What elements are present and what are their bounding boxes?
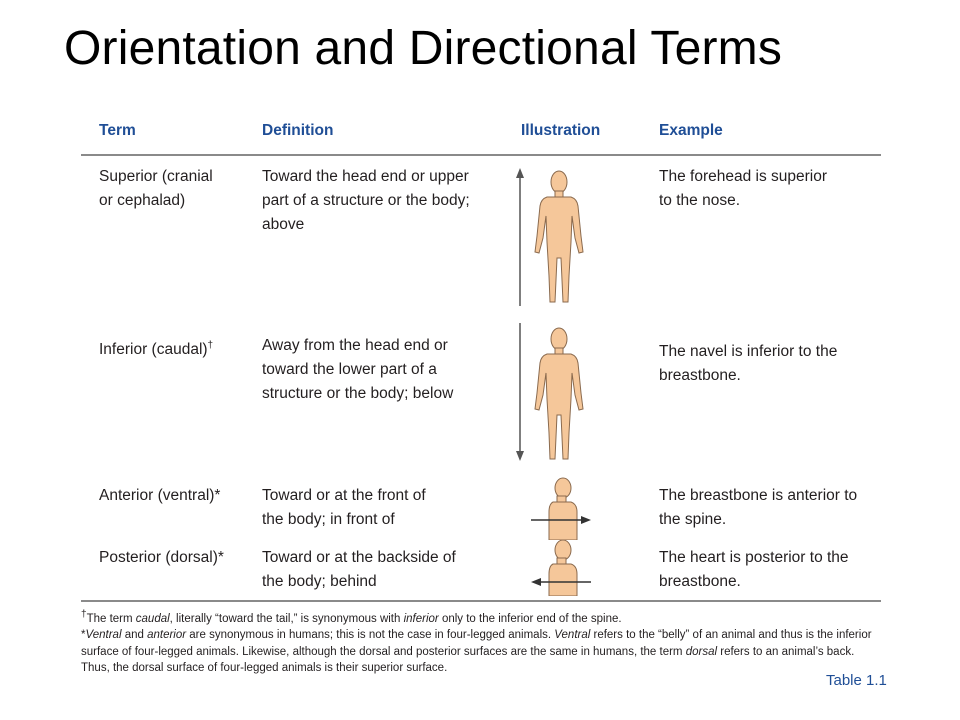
full-body-figure-arrow-up-icon	[511, 166, 661, 312]
definition-text: structure or the body; below	[262, 385, 454, 402]
table-footnotes: †The term caudal, literally “toward the …	[81, 607, 881, 677]
term-cell: Posterior (dorsal)*	[99, 546, 259, 570]
example-cell: The breastbone is anterior to the spine.	[659, 484, 879, 532]
definition-cell: Away from the head end or toward the low…	[262, 334, 502, 406]
footnote-star: *Ventral and anterior are synonymous in …	[81, 627, 881, 677]
footnote-italic: inferior	[403, 612, 439, 625]
definition-text: toward the lower part of a	[262, 361, 437, 378]
example-text: The navel is inferior to the	[659, 343, 838, 360]
table-row-inferior: Inferior (caudal)† Away from the head en…	[81, 314, 881, 480]
table-row-superior: Superior (cranial or cephalad) Toward th…	[81, 156, 881, 314]
full-body-figure-arrow-down-icon	[511, 319, 661, 469]
directional-terms-table: Term Definition Illustration Example Sup…	[81, 112, 881, 608]
example-text: The breastbone is anterior to	[659, 487, 858, 504]
definition-text: Toward the head end or upper	[262, 168, 469, 185]
slide-title: Orientation and Directional Terms	[64, 22, 783, 75]
table-header-row: Term Definition Illustration Example	[81, 112, 881, 156]
definition-cell: Toward or at the front of the body; in f…	[262, 484, 502, 532]
header-definition: Definition	[262, 122, 334, 139]
torso-side-arrow-right-icon	[511, 476, 661, 540]
footnote-text: and	[121, 629, 148, 642]
example-cell: The forehead is superior to the nose.	[659, 165, 879, 213]
torso-side-arrow-left-icon	[511, 540, 661, 596]
header-term: Term	[99, 122, 136, 139]
term-text: Anterior (ventral)*	[99, 487, 221, 504]
example-text: to the nose.	[659, 192, 741, 209]
example-cell: The heart is posterior to the breastbone…	[659, 546, 879, 594]
footnote-text: refers to an animal’s back. Thus, the do…	[81, 645, 855, 675]
star-mark: *	[81, 629, 86, 642]
footnote-italic: anterior	[147, 629, 187, 642]
example-text: The forehead is superior	[659, 168, 828, 185]
definition-text: above	[262, 216, 305, 233]
footnote-text: only to the inferior end of the spine.	[438, 612, 622, 625]
example-text: breastbone.	[659, 573, 741, 590]
term-text: Superior (cranial	[99, 168, 213, 185]
example-text: The heart is posterior to the	[659, 549, 849, 566]
footnote-text: The term	[86, 612, 136, 625]
example-text: the spine.	[659, 511, 727, 528]
definition-text: the body; behind	[262, 573, 377, 590]
footnote-italic: Ventral	[554, 629, 591, 642]
table-bottom-rule	[81, 600, 881, 602]
header-illustration: Illustration	[521, 122, 601, 139]
footnote-italic: dorsal	[685, 645, 718, 658]
definition-text: Away from the head end or	[262, 337, 448, 354]
example-text: breastbone.	[659, 367, 741, 384]
definition-text: Toward or at the front of	[262, 487, 426, 504]
footnote-text: refers to the “belly” of an animal and t…	[81, 629, 872, 658]
footnote-text: , literally “toward the tail,” is synony…	[169, 612, 404, 625]
definition-text: part of a structure or the body;	[262, 192, 470, 209]
header-example: Example	[659, 122, 723, 139]
definition-text: Toward or at the backside of	[262, 549, 456, 566]
footnote-italic: caudal	[135, 612, 170, 625]
footnote-italic: Ventral	[85, 629, 122, 642]
definition-text: the body; in front of	[262, 511, 395, 528]
footnote-text: are synonymous in humans; this is not th…	[186, 629, 555, 642]
definition-cell: Toward or at the backside of the body; b…	[262, 546, 502, 594]
term-text: Inferior (caudal)	[99, 341, 208, 359]
term-cell: Anterior (ventral)*	[99, 484, 259, 508]
term-cell: Superior (cranial or cephalad)	[99, 165, 259, 213]
dagger-mark: †	[207, 340, 214, 351]
example-cell: The navel is inferior to the breastbone.	[659, 340, 879, 388]
definition-cell: Toward the head end or upper part of a s…	[262, 165, 502, 237]
term-cell: Inferior (caudal)†	[99, 334, 259, 362]
table-row-anterior: Anterior (ventral)* Toward or at the fro…	[81, 477, 881, 540]
term-text: or cephalad)	[99, 192, 186, 209]
footnote-dagger: †The term caudal, literally “toward the …	[81, 607, 881, 627]
dagger-mark: †	[81, 609, 87, 620]
table-row-posterior: Posterior (dorsal)* Toward or at the bac…	[81, 540, 881, 608]
table-label: Table 1.1	[826, 672, 887, 689]
term-text: Posterior (dorsal)*	[99, 549, 224, 566]
